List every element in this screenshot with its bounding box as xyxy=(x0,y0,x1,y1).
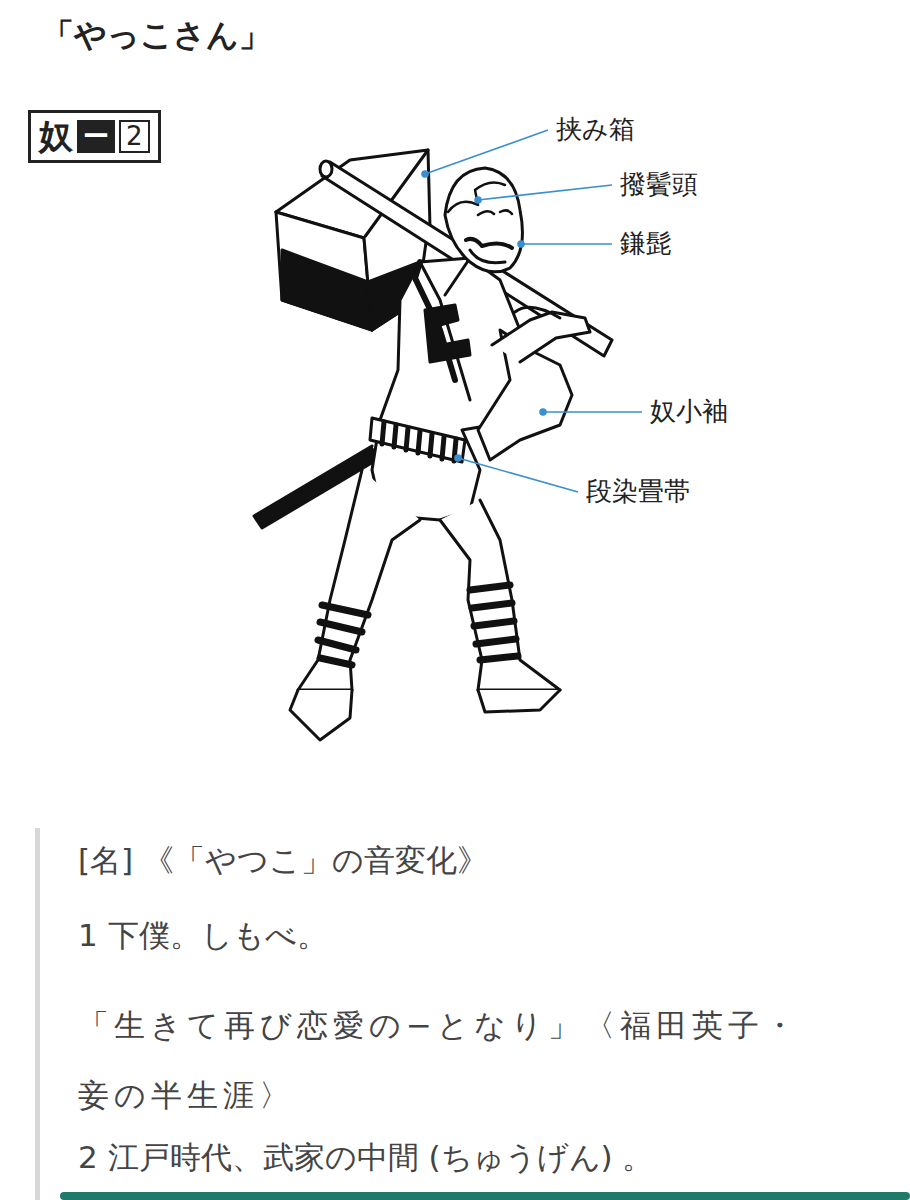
bottom-bar xyxy=(60,1192,910,1200)
definition-text: [名] 《「やつこ」の音変化》 xyxy=(78,840,488,882)
part-label: 段染畳帯 xyxy=(586,474,690,509)
tag-box: 奴ー2 xyxy=(28,110,161,163)
leader-lines xyxy=(422,130,642,492)
tag-text: 2 xyxy=(119,120,150,153)
tag-text: ー xyxy=(77,120,115,153)
definition-text: 1 下僕。しもべ。 xyxy=(78,915,328,957)
part-label: 奴小袖 xyxy=(650,394,728,429)
definition-text: 2 江戸時代、武家の中間 (ちゅうげん) 。 xyxy=(78,1137,653,1179)
part-label: 挟み箱 xyxy=(556,112,635,147)
title: 「やっこさん」 xyxy=(42,14,271,58)
part-label: 鎌髭 xyxy=(620,226,672,261)
quote-bar xyxy=(35,828,40,1200)
part-label: 撥鬢頭 xyxy=(620,167,698,202)
definition-text: 「生きて再び恋愛の−となり」〈福田英子・妾の半生涯〉 xyxy=(78,990,808,1130)
tag-text: 奴 xyxy=(39,118,73,155)
